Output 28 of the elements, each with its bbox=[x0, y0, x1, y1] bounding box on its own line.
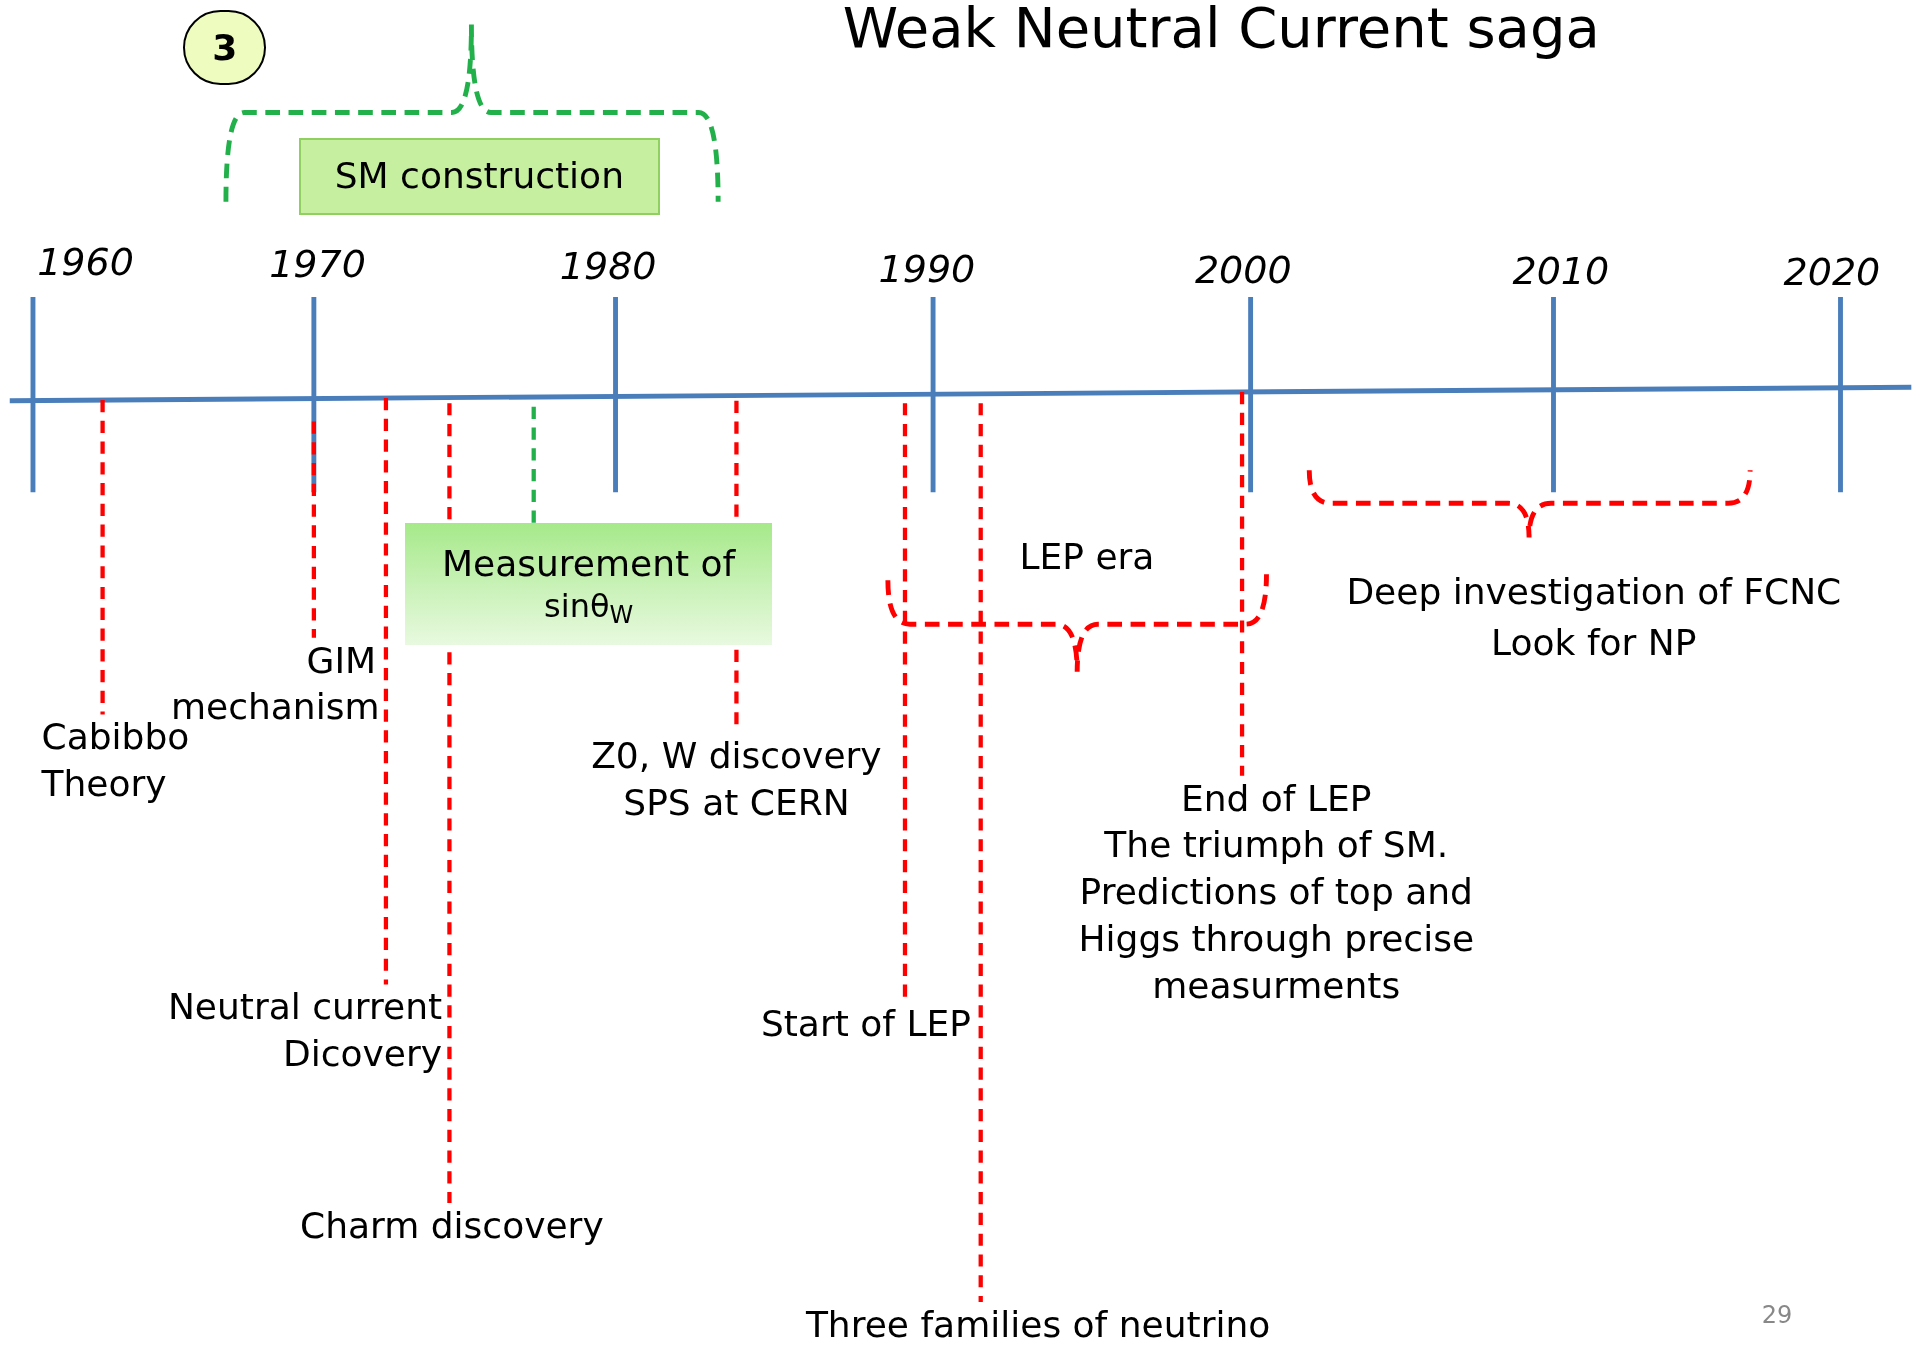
event-text: End of LEP bbox=[1180, 776, 1373, 821]
year-label: 2000 bbox=[1193, 246, 1293, 294]
dashed-marker-line bbox=[100, 400, 105, 715]
year-label: 1970 bbox=[268, 240, 367, 288]
dashed-marker-line bbox=[531, 406, 536, 523]
year-label: 2010 bbox=[1511, 248, 1611, 296]
year-label: 1990 bbox=[877, 245, 977, 293]
note-text: Look for NP bbox=[1490, 621, 1698, 666]
dashed-marker-line bbox=[311, 421, 316, 638]
event-label: Charm discovery bbox=[256, 1202, 648, 1250]
event-text: The triumph of SM. Predictions of top and Higgs through precise measurments bbox=[1077, 823, 1476, 1008]
dashed-marker-line bbox=[978, 403, 983, 1303]
box-text: sinθ$_{W}$ bbox=[544, 586, 634, 627]
note-text: LEP era bbox=[1018, 534, 1156, 579]
event-label: Start of LEP bbox=[708, 1001, 971, 1049]
event-label: Three families of neutrino bbox=[732, 1301, 1344, 1349]
period-box: SM construction bbox=[299, 138, 660, 215]
event-label: Neutral current Dicovery bbox=[134, 984, 443, 1078]
event-label: Z0, W discovery SPS at CERN bbox=[577, 732, 896, 827]
measurement-box bbox=[405, 522, 772, 645]
dashed-marker-line bbox=[383, 398, 389, 985]
year-label: 1980 bbox=[558, 243, 658, 291]
note-text: Deep investigation of FCNC bbox=[1345, 570, 1843, 615]
year-label: 1960 bbox=[36, 239, 135, 287]
box-text: Measurement of bbox=[442, 542, 736, 587]
dashed-marker-line bbox=[1239, 392, 1245, 776]
year-label: 2020 bbox=[1782, 249, 1882, 297]
page-number: 29 bbox=[1760, 1300, 1794, 1331]
